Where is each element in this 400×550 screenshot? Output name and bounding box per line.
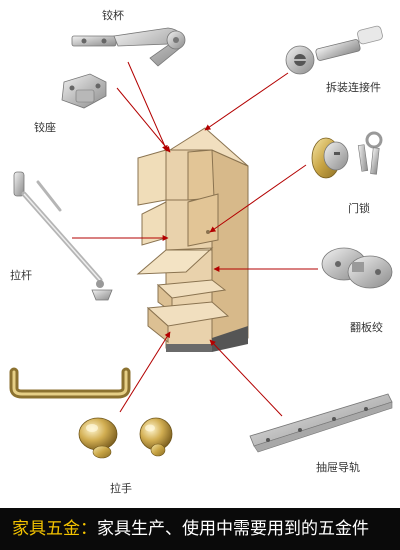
pointer-hinge-cup [127,61,168,152]
pointer-handle [119,331,171,413]
knob-icon-right [139,417,173,457]
door-lock-icon [311,131,383,179]
connector-icon [285,25,383,75]
hinge-seat-icon [61,73,107,109]
key-icon [357,131,383,175]
label-hinge-cup: 铰杯 [102,9,124,22]
hinge-cup-icon [71,27,186,67]
caption-bar: 家具五金：家具生产、使用中需要用到的五金件 [0,508,400,550]
cabinet-illustration [136,127,249,352]
label-drawer-slide: 抽屉导轨 [316,461,360,474]
pointer-lines [72,61,318,417]
pointer-door-lock [209,164,307,233]
drawer-slide-icon [249,393,393,453]
pointer-drawer-slide [209,339,283,417]
label-flap-hinge: 翻板绞 [350,321,383,334]
label-connector: 拆装连接件 [326,81,381,94]
flap-hinge-icon [321,247,393,289]
pointer-connector [204,72,289,131]
caption-text: 家具生产、使用中需要用到的五金件 [97,519,369,539]
bow-handle-icon [9,367,131,399]
label-handle: 拉手 [110,482,132,495]
label-pull-rod: 拉杆 [10,269,32,282]
pointer-hinge-seat [116,87,171,153]
knob-icon-left [78,417,118,459]
pull-rod-icon [13,171,113,301]
caption-title: 家具五金： [12,519,97,539]
label-hinge-seat: 铰座 [34,121,56,134]
label-door-lock: 门锁 [348,202,370,215]
